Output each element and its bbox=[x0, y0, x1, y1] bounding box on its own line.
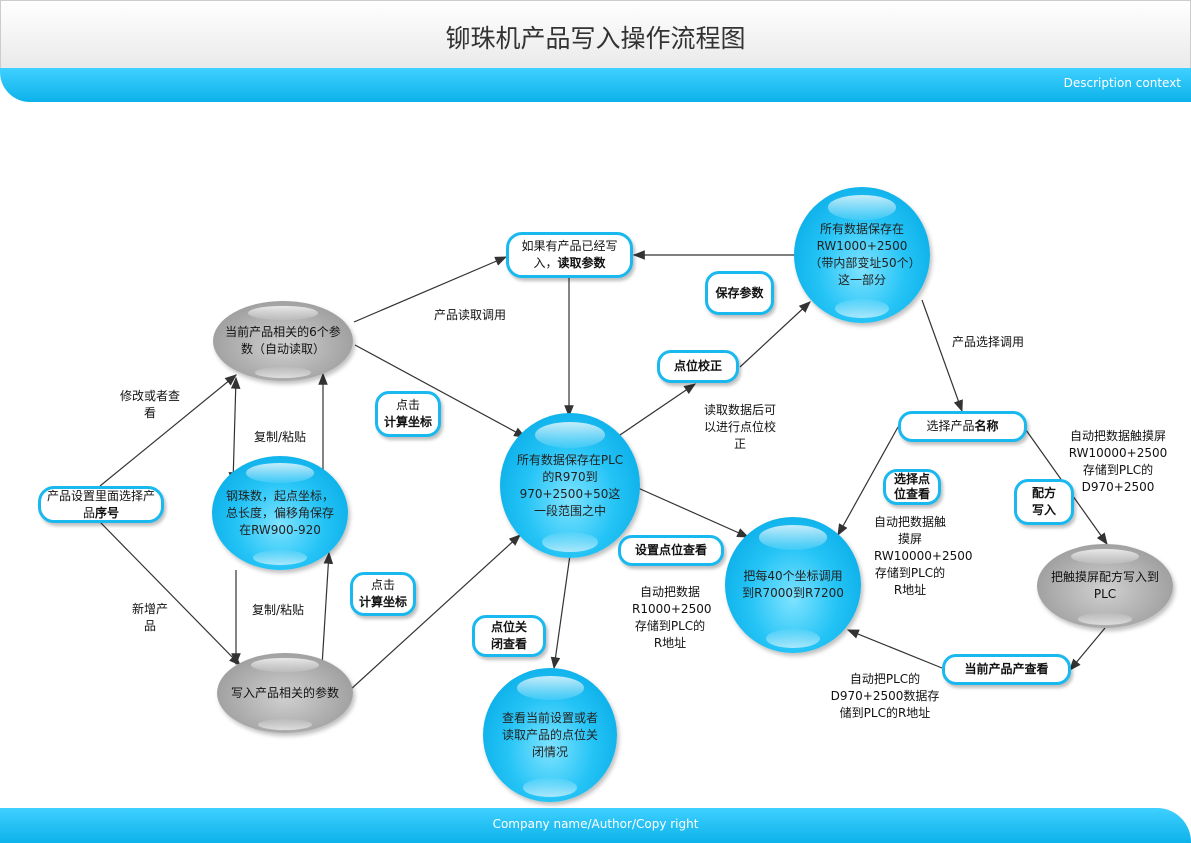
page-title: 铆珠机产品写入操作流程图 bbox=[445, 24, 746, 53]
node-text-bold: 名称 bbox=[974, 419, 999, 433]
node-text: 所有数据保存在PLC的R970到970+2500+50这一段范围之中 bbox=[516, 452, 624, 518]
edge-plc-to-calibrate bbox=[616, 383, 696, 438]
header: 铆珠机产品写入操作流程图 bbox=[0, 0, 1191, 70]
node-text: 所有数据保存在RW1000+2500（带内部变址50个）这一部分 bbox=[809, 222, 915, 287]
node-text: 当前产品产查看 bbox=[964, 662, 1049, 676]
recipe-write-node[interactable]: 把触摸屏配方写入到PLC bbox=[1037, 544, 1173, 628]
node-text-bold: 读取参数 bbox=[557, 256, 606, 270]
edge-rw-to-select bbox=[921, 299, 963, 413]
edge-params-ball bbox=[228, 376, 241, 485]
set-view-action[interactable]: 设置点位查看 bbox=[618, 535, 724, 566]
node-text: 选择产品 bbox=[926, 419, 975, 433]
edge-select-to-r7000 bbox=[837, 426, 899, 537]
node-text: 产品设置里面选择产品 bbox=[47, 488, 156, 520]
action-text: 保存参数 bbox=[715, 285, 764, 300]
action-text: 配方写入 bbox=[1031, 486, 1056, 517]
label-modify: 修改或者查看 bbox=[120, 389, 181, 420]
recipe-in-action[interactable]: 配方写入 bbox=[1014, 479, 1074, 525]
product-select-node[interactable]: 产品设置里面选择产品序号 bbox=[38, 486, 164, 523]
plc-r970-node[interactable]: 所有数据保存在PLC的R970到970+2500+50这一段范围之中 bbox=[500, 413, 640, 558]
node-text: 钢珠数，起点坐标，总长度，偏移角保存在RW900-920 bbox=[226, 488, 335, 537]
node-text: 把每40个坐标调用到R7000到R7200 bbox=[742, 569, 844, 600]
action-text: 选择点位查看 bbox=[894, 472, 931, 501]
close-view-action[interactable]: 点位关闭查看 bbox=[472, 615, 546, 657]
view-close-node[interactable]: 查看当前设置或者读取产品的点位关闭情况 bbox=[483, 668, 617, 802]
footer: Company name/Author/Copy right bbox=[0, 808, 1191, 843]
node-text: 如果有产品已经写入， bbox=[521, 239, 618, 270]
action-text: 点位校正 bbox=[673, 359, 722, 373]
label-select-call: 产品选择调用 bbox=[951, 335, 1024, 349]
label-auto-plc: 自动把PLC的D970+2500数据存储到PLC的R地址 bbox=[830, 672, 940, 720]
header-band: Description context bbox=[0, 68, 1191, 102]
calc-coords-action-2[interactable]: 点击计算坐标 bbox=[350, 572, 416, 616]
write-params-node[interactable]: 写入产品相关的参数 bbox=[217, 653, 353, 733]
calc-coords-action-1[interactable]: 点击计算坐标 bbox=[375, 391, 441, 437]
node-text: 把触摸屏配方写入到PLC bbox=[1050, 570, 1159, 601]
save-params-action[interactable]: 保存参数 bbox=[705, 271, 774, 315]
node-text: 当前产品相关的6个参数（自动读取） bbox=[225, 325, 341, 356]
node-text: 写入产品相关的参数 bbox=[230, 685, 339, 700]
node-text-bold: 序号 bbox=[95, 505, 120, 520]
edge-write-to-plc bbox=[349, 534, 521, 691]
edge-params-to-read bbox=[353, 256, 508, 323]
action-text: 点击 bbox=[395, 398, 420, 412]
six-params-node[interactable]: 当前产品相关的6个参数（自动读取） bbox=[213, 301, 353, 381]
edge-calibrate-to-rw bbox=[739, 301, 811, 368]
calibrate-action[interactable]: 点位校正 bbox=[657, 350, 739, 383]
action-text-bold: 计算坐标 bbox=[384, 415, 433, 429]
edge-params-to-plc bbox=[354, 344, 527, 438]
label-auto-d970: 自动把数据触摸屏RW10000+2500存储到PLC的D970+2500 bbox=[1068, 429, 1168, 494]
r7000-node[interactable]: 把每40个坐标调用到R7000到R7200 bbox=[725, 517, 861, 653]
action-text: 点位关闭查看 bbox=[490, 620, 527, 651]
read-params-node[interactable]: 如果有产品已经写入，读取参数 bbox=[506, 232, 633, 278]
current-view-node[interactable]: 当前产品产查看 bbox=[942, 654, 1071, 685]
label-read-call: 产品读取调用 bbox=[433, 308, 506, 322]
edge-write-to-ball bbox=[321, 551, 334, 667]
label-add: 新增产品 bbox=[131, 602, 168, 633]
ball-params-node[interactable]: 钢珠数，起点坐标，总长度，偏移角保存在RW900-920 bbox=[212, 456, 348, 570]
label-copy-2: 复制/粘贴 bbox=[251, 603, 305, 617]
edge-select-to-params bbox=[99, 374, 237, 487]
rw1000-node[interactable]: 所有数据保存在RW1000+2500（带内部变址50个）这一部分 bbox=[794, 187, 930, 323]
action-text: 点击 bbox=[370, 578, 395, 592]
select-name-node[interactable]: 选择产品名称 bbox=[898, 411, 1027, 442]
description-text: Description context bbox=[1063, 76, 1181, 90]
label-auto-r1000: 自动把数据R1000+2500存储到PLC的R地址 bbox=[632, 585, 712, 650]
label-copy-1: 复制/粘贴 bbox=[253, 430, 307, 444]
edge-plc-to-view bbox=[550, 554, 571, 670]
edge-select-to-write bbox=[99, 521, 241, 666]
select-view-action[interactable]: 选择点位查看 bbox=[883, 469, 941, 505]
action-text-bold: 计算坐标 bbox=[359, 595, 408, 609]
action-text: 设置点位查看 bbox=[634, 543, 707, 557]
edge-current-to-r7000 bbox=[846, 629, 943, 669]
edge-plc-to-r7000 bbox=[637, 487, 750, 538]
footer-text: Company name/Author/Copy right bbox=[492, 817, 699, 831]
edge-recipe-to-current bbox=[1069, 627, 1106, 671]
label-auto-r-touch: 自动把数据触摸屏RW10000+2500存储到PLC的R地址 bbox=[874, 515, 973, 597]
node-text: 查看当前设置或者读取产品的点位关闭情况 bbox=[501, 710, 598, 759]
label-after-read: 读取数据后可以进行点位校正 bbox=[703, 403, 776, 451]
